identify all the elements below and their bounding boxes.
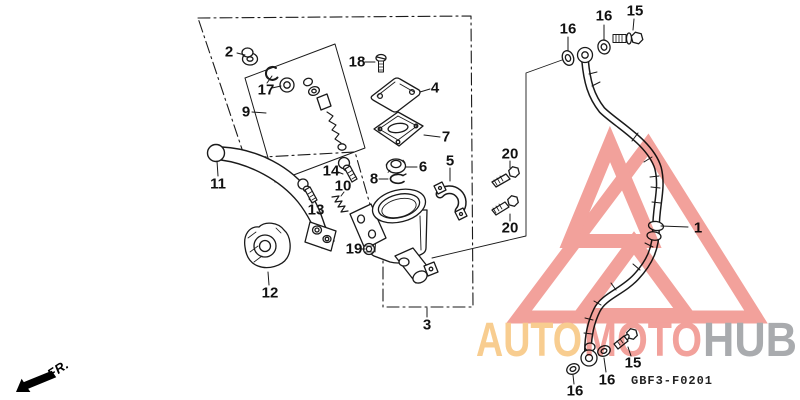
- piston-kit-box: [244, 43, 366, 183]
- part-label-15-bottom: 15: [624, 354, 642, 372]
- part-label-17: 17: [257, 81, 275, 99]
- part-5-clamp: [433, 181, 468, 221]
- part-label-20-bottom: 20: [501, 219, 519, 237]
- part-20-bolts: [491, 166, 520, 216]
- part-label-20-top: 20: [501, 145, 519, 163]
- front-direction-arrow: [16, 370, 57, 392]
- part-label-2: 2: [224, 43, 234, 61]
- part-1-brake-hose: [576, 46, 665, 367]
- part-6-boot: [385, 158, 407, 174]
- part-label-16-bottom-mid: 16: [598, 371, 616, 389]
- part-label-5: 5: [445, 152, 455, 170]
- part-label-10: 10: [334, 177, 352, 195]
- part-label-19: 19: [345, 240, 363, 258]
- part-label-12: 12: [261, 284, 279, 302]
- part-label-3: 3: [422, 316, 432, 334]
- part-label-4: 4: [430, 79, 440, 97]
- part-4-reservoir-cap: [370, 77, 421, 113]
- part-7-diaphragm-plate: [373, 111, 424, 147]
- master-cylinder-body: [349, 188, 439, 284]
- part-10-spring: [331, 195, 349, 213]
- part-label-11: 11: [210, 175, 226, 193]
- part-label-16-top-mid: 16: [595, 7, 613, 25]
- part-8-circlip: [389, 173, 407, 185]
- part-label-8: 8: [369, 170, 379, 188]
- part-14-bolt: [337, 156, 358, 183]
- part-label-13: 13: [307, 201, 325, 219]
- part-label-16-top-left: 16: [559, 20, 577, 38]
- bottom-banjo-hardware: [566, 328, 638, 375]
- part-label-18: 18: [348, 53, 366, 71]
- part-label-7: 7: [441, 128, 451, 146]
- part-label-14: 14: [322, 162, 340, 180]
- part-12-lever-boot: [244, 222, 291, 269]
- label-leader-lines: [216, 18, 689, 385]
- part-label-16-bottom-left: 16: [566, 382, 584, 400]
- diagram-code: GBF3-F0201: [630, 374, 714, 388]
- top-banjo-hardware: [561, 31, 644, 66]
- part-18-screw: [375, 53, 387, 73]
- part-label-9: 9: [241, 103, 251, 121]
- part-17-washers: [264, 65, 295, 93]
- part-2-cap: [241, 47, 259, 66]
- part-label-1: 1: [693, 219, 703, 237]
- part-13-pivot-bolt: [297, 178, 318, 204]
- part-19-nut: [362, 242, 376, 256]
- part-label-6: 6: [418, 158, 428, 176]
- part-label-15-top: 15: [626, 2, 644, 20]
